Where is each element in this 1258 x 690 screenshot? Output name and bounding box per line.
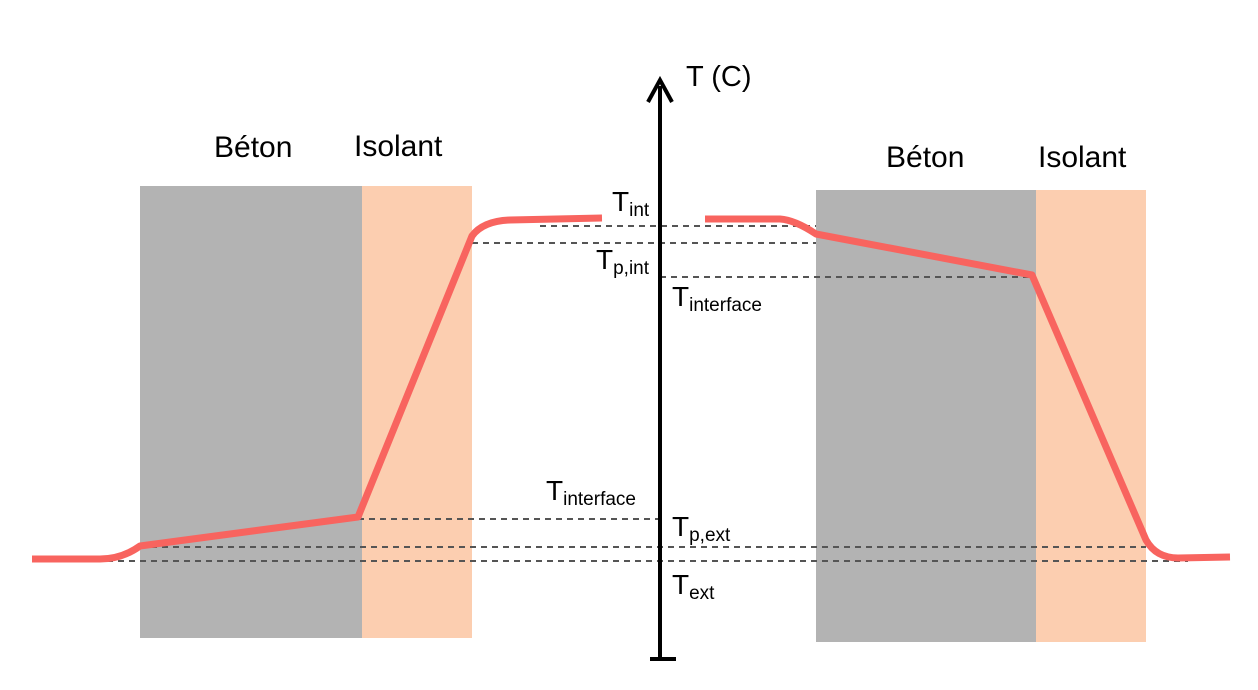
t-ext-label: Text <box>672 569 714 604</box>
left-concrete-label: Béton <box>214 131 293 164</box>
t-p-int-symbol: T <box>596 244 614 275</box>
temperature-axis-arrowhead <box>646 75 674 103</box>
t-int-label: Tint <box>612 186 649 221</box>
t-interface-left-label: Tinterface <box>546 475 636 510</box>
left-concrete-layer <box>140 186 362 638</box>
t-interface-left-subscript: interface <box>563 489 636 510</box>
left-insulation-layer <box>362 186 472 638</box>
t-interface-right-subscript: interface <box>689 295 762 316</box>
t-p-int-label: Tp,int <box>596 244 649 279</box>
t-ext-subscript: ext <box>689 583 715 604</box>
left-temperature-profile <box>32 214 603 563</box>
t-p-ext-label: Tp,ext <box>672 511 730 546</box>
t-int-symbol: T <box>612 186 630 217</box>
t-p-ext-symbol: T <box>672 511 690 542</box>
left-insulation-label: Isolant <box>354 130 443 163</box>
right-concrete-label: Béton <box>886 141 965 174</box>
t-interface-right-symbol: T <box>672 281 690 312</box>
t-interface-left-symbol: T <box>546 475 564 506</box>
t-ext-symbol: T <box>672 569 690 600</box>
axis-label: T (C) <box>686 61 752 93</box>
t-p-int-subscript: p,int <box>613 258 650 279</box>
right-insulation-label: Isolant <box>1038 141 1127 174</box>
t-p-ext-subscript: p,ext <box>689 525 731 546</box>
t-interface-right-label: Tinterface <box>672 281 762 316</box>
t-int-subscript: int <box>629 200 650 221</box>
right-temperature-profile <box>705 215 1231 562</box>
